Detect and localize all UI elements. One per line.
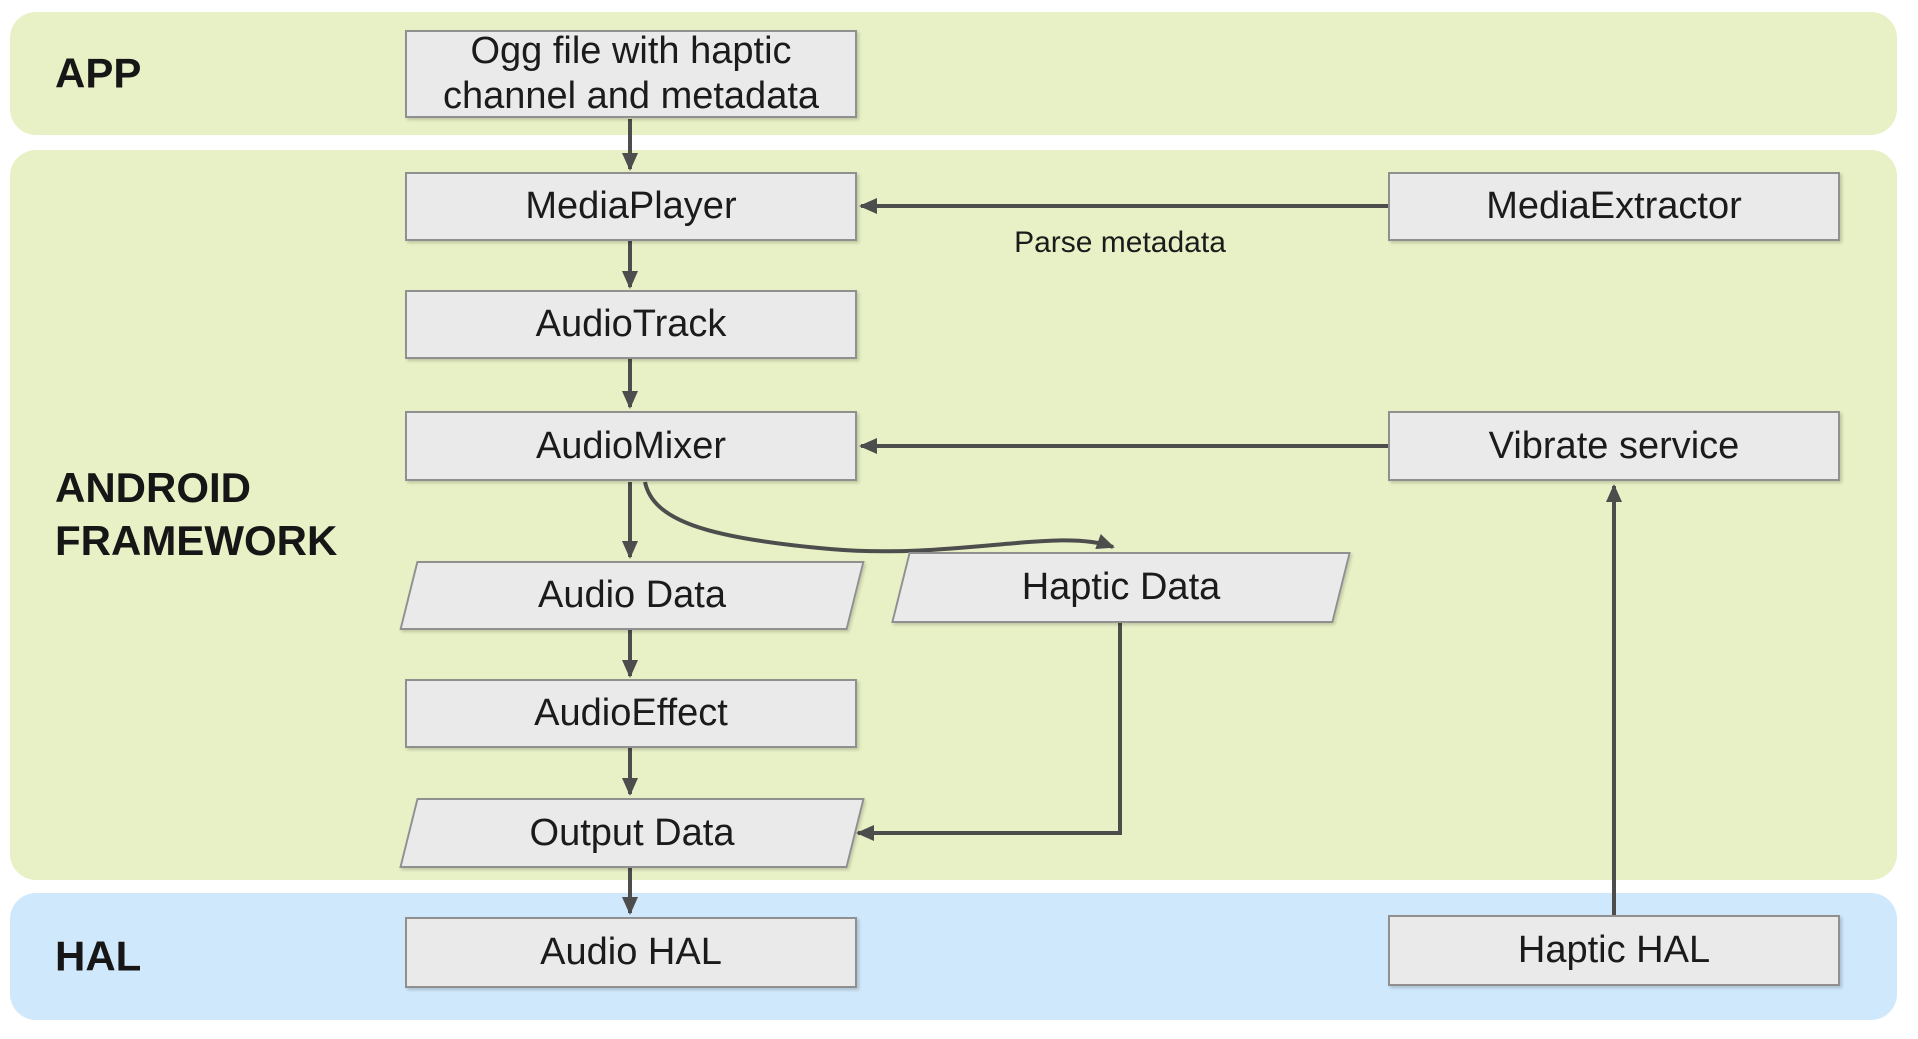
node-audio-data: Audio Data (398, 561, 866, 630)
node-mediaplayer-label: MediaPlayer (525, 185, 737, 228)
node-audio-hal: Audio HAL (405, 917, 857, 988)
band-hal-label: HAL (55, 932, 142, 980)
edge-audiomixer-to-hapticdata (643, 481, 1115, 554)
band-android-framework-label: ANDROID FRAMEWORK (55, 464, 338, 564)
edge-hapticdata-to-outputdata (856, 623, 1122, 841)
node-output-data-label: Output Data (529, 811, 735, 854)
band-android-framework: ANDROID FRAMEWORK (10, 150, 1897, 880)
node-mediaextractor: MediaExtractor (1388, 172, 1840, 241)
node-haptic-data-label: Haptic Data (1021, 566, 1221, 609)
node-vibrate-service: Vibrate service (1388, 411, 1840, 481)
node-mediaplayer: MediaPlayer (405, 172, 857, 241)
node-ogg-file-label: Ogg file with haptic channel and metadat… (442, 30, 820, 117)
edge-label-parse-metadata: Parse metadata (1014, 226, 1226, 259)
node-haptic-data: Haptic Data (890, 552, 1352, 623)
band-app: APP (10, 12, 1897, 135)
band-app-label: APP (55, 49, 142, 97)
node-audiomixer-label: AudioMixer (535, 424, 727, 467)
node-audioeffect: AudioEffect (405, 679, 857, 748)
node-audioeffect-label: AudioEffect (534, 692, 728, 735)
node-output-data: Output Data (398, 798, 866, 868)
node-ogg-file: Ogg file with haptic channel and metadat… (405, 30, 857, 118)
node-mediaextractor-label: MediaExtractor (1486, 185, 1742, 228)
node-audio-hal-label: Audio HAL (540, 931, 722, 974)
node-haptic-hal-label: Haptic HAL (1517, 929, 1711, 972)
node-vibrate-service-label: Vibrate service (1488, 424, 1740, 467)
node-haptic-hal: Haptic HAL (1388, 915, 1840, 986)
node-audio-data-label: Audio Data (537, 574, 726, 617)
node-audiomixer: AudioMixer (405, 411, 857, 481)
node-audiotrack: AudioTrack (405, 290, 857, 359)
node-audiotrack-label: AudioTrack (535, 303, 727, 346)
